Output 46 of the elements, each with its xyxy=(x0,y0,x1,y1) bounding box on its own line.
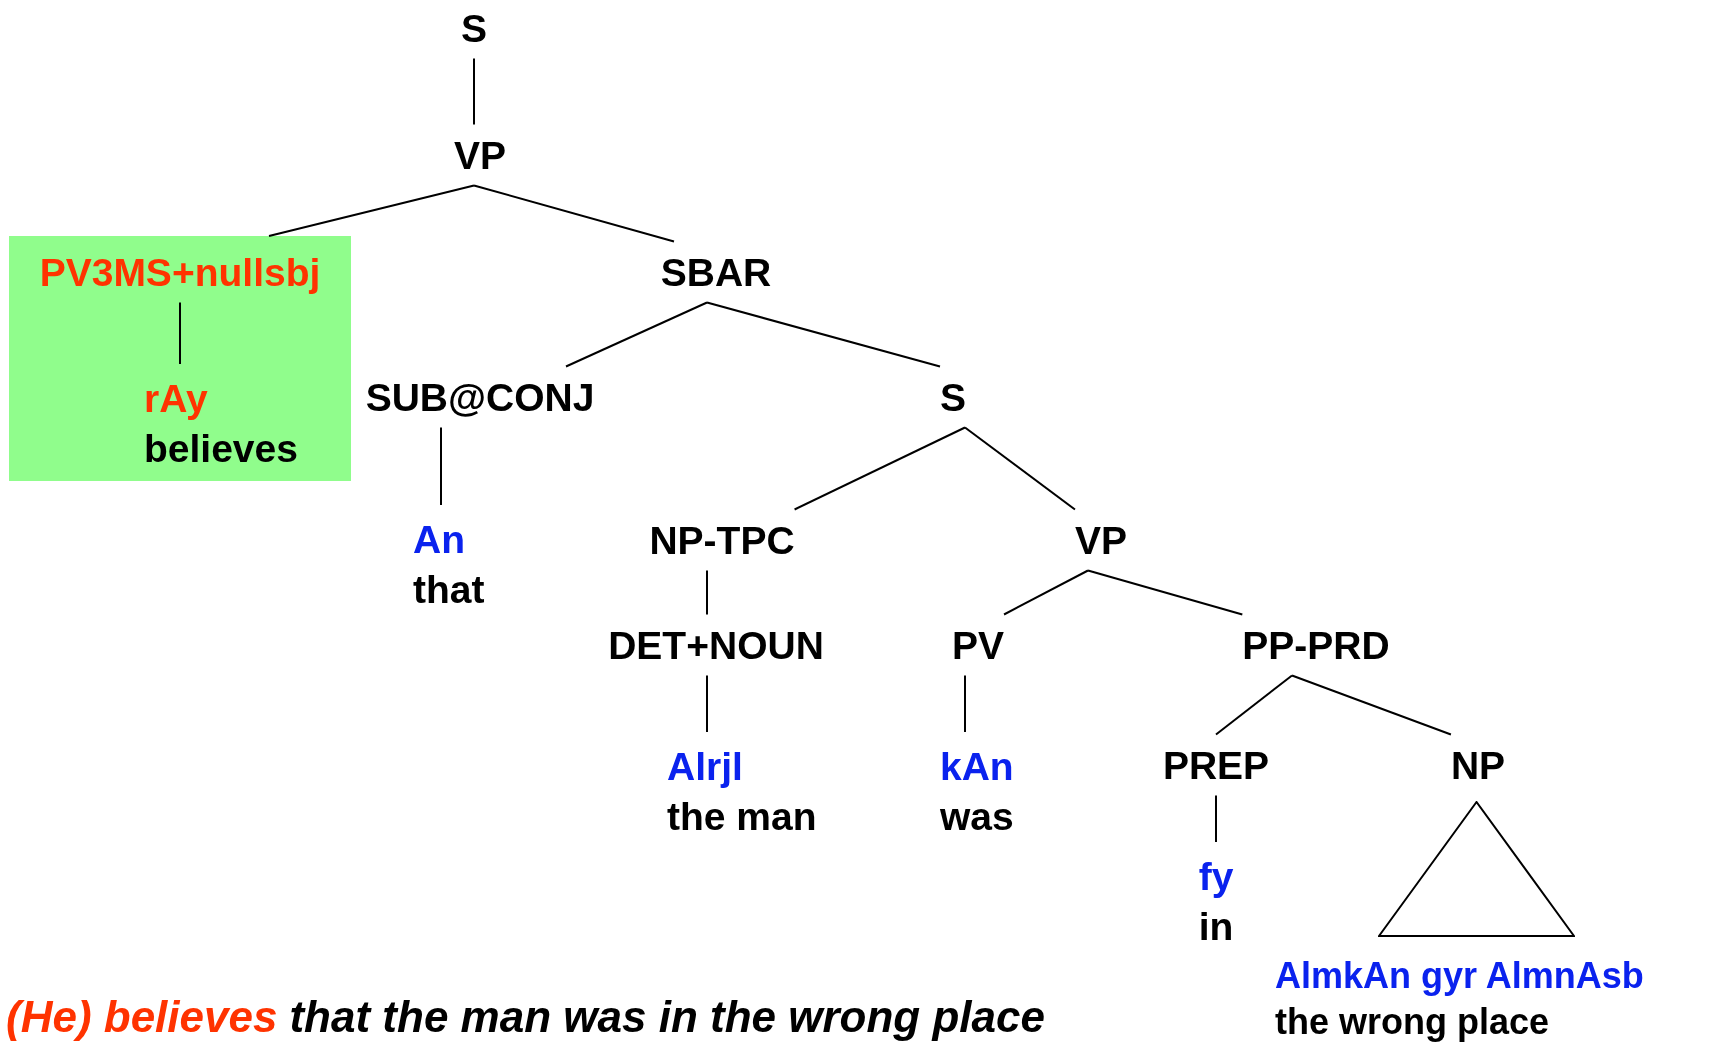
gloss-text: that xyxy=(413,567,485,613)
tree-branch xyxy=(1215,794,1217,843)
subtree-triangle xyxy=(1378,801,1575,937)
tree-branch xyxy=(964,674,966,733)
transliterated-word: kAn xyxy=(940,744,1014,790)
highlight-box xyxy=(9,236,351,481)
gloss-text: believes xyxy=(144,426,298,472)
category-label: PREP xyxy=(1162,744,1270,786)
category-label: VP xyxy=(454,134,506,176)
transliterated-word: fy xyxy=(1198,854,1234,900)
category-label: S xyxy=(461,7,487,49)
gloss-text: the man xyxy=(667,794,817,840)
translation-text: that the man was in the wrong place xyxy=(289,992,1045,1042)
category-label: SBAR xyxy=(660,251,772,293)
translation-text: (He) believes xyxy=(6,992,278,1042)
gloss-text: the wrong place xyxy=(1275,1000,1551,1044)
gloss-text: was xyxy=(940,794,1014,840)
tree-branch xyxy=(1087,569,1244,616)
tree-branch xyxy=(706,301,941,368)
category-label: VP xyxy=(1075,519,1127,561)
tree-branch xyxy=(268,184,475,237)
category-label: PV xyxy=(952,624,1004,666)
tree-branch xyxy=(565,301,708,368)
transliterated-word: An xyxy=(413,517,466,563)
category-label: DET+NOUN xyxy=(608,624,824,666)
tree-branch xyxy=(964,426,1076,511)
tree-branch xyxy=(473,184,675,243)
gloss-text: in xyxy=(1198,904,1234,950)
category-label: S xyxy=(940,376,966,418)
transliterated-word: rAy xyxy=(144,376,209,422)
tree-branch xyxy=(1003,569,1089,616)
transliterated-phrase: AlmkAn gyr AlmnAsb xyxy=(1275,954,1644,998)
tree-branch xyxy=(706,569,708,616)
tree-branch xyxy=(793,426,966,511)
category-label: PV3MS+nullsbj xyxy=(39,251,321,293)
category-label: SUB@CONJ xyxy=(365,376,595,418)
category-label: NP-TPC xyxy=(649,519,795,561)
tree-branch xyxy=(1215,674,1293,736)
category-label: PP-PRD xyxy=(1242,624,1390,666)
category-label: NP xyxy=(1450,744,1506,786)
transliterated-word: Alrjl xyxy=(667,744,744,790)
tree-branch xyxy=(706,674,708,733)
tree-branch xyxy=(179,301,181,365)
tree-branch xyxy=(1291,674,1452,736)
tree-branch xyxy=(473,57,475,126)
tree-branch xyxy=(440,426,442,506)
